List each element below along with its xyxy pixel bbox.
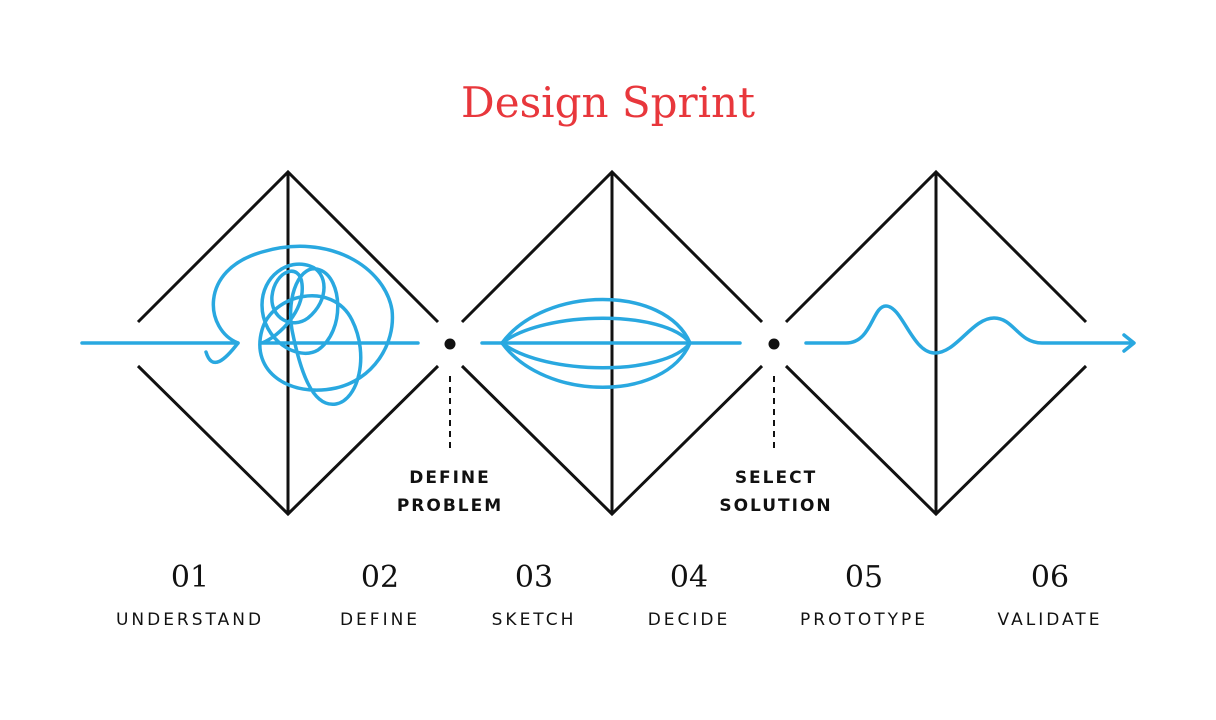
milestone-select-solution-line2: SOLUTION <box>719 496 833 516</box>
phase-number: 02 <box>360 560 400 595</box>
converging-path <box>480 297 742 389</box>
milestone-select-solution: SELECT SOLUTION <box>676 464 876 520</box>
phase-number: 06 <box>1030 560 1070 595</box>
phase-label: PROTOTYPE <box>800 610 928 630</box>
milestone-define-problem-line1: DEFINE <box>409 468 491 488</box>
phase-prototype: 05 PROTOTYPE <box>769 560 959 630</box>
milestone-select-solution-line1: SELECT <box>734 468 818 488</box>
phase-label: VALIDATE <box>997 610 1103 630</box>
phase-label: SKETCH <box>491 610 577 630</box>
phase-label: DEFINE <box>339 610 421 630</box>
phase-label: UNDERSTAND <box>115 610 265 630</box>
phase-number: 01 <box>170 560 210 595</box>
milestone-dot-define-problem <box>444 338 456 350</box>
phase-understand: 01 UNDERSTAND <box>95 560 285 630</box>
phase-sketch: 03 SKETCH <box>439 560 629 630</box>
diamond-prototype-validate <box>784 169 1088 517</box>
phase-decide: 04 DECIDE <box>594 560 784 630</box>
phase-label: DECIDE <box>647 610 731 630</box>
milestone-define-problem-line2: PROBLEM <box>396 496 504 516</box>
milestone-define-problem: DEFINE PROBLEM <box>350 464 550 520</box>
scribble-path <box>80 244 420 406</box>
phase-define: 02 DEFINE <box>285 560 475 630</box>
diagram-title: Design Sprint <box>461 78 755 127</box>
wave-path <box>804 304 1136 355</box>
phase-validate: 06 VALIDATE <box>955 560 1145 630</box>
phase-number: 04 <box>669 560 709 595</box>
phase-number: 03 <box>514 560 554 595</box>
phase-number: 05 <box>844 560 884 595</box>
milestone-dot-select-solution <box>768 338 780 350</box>
